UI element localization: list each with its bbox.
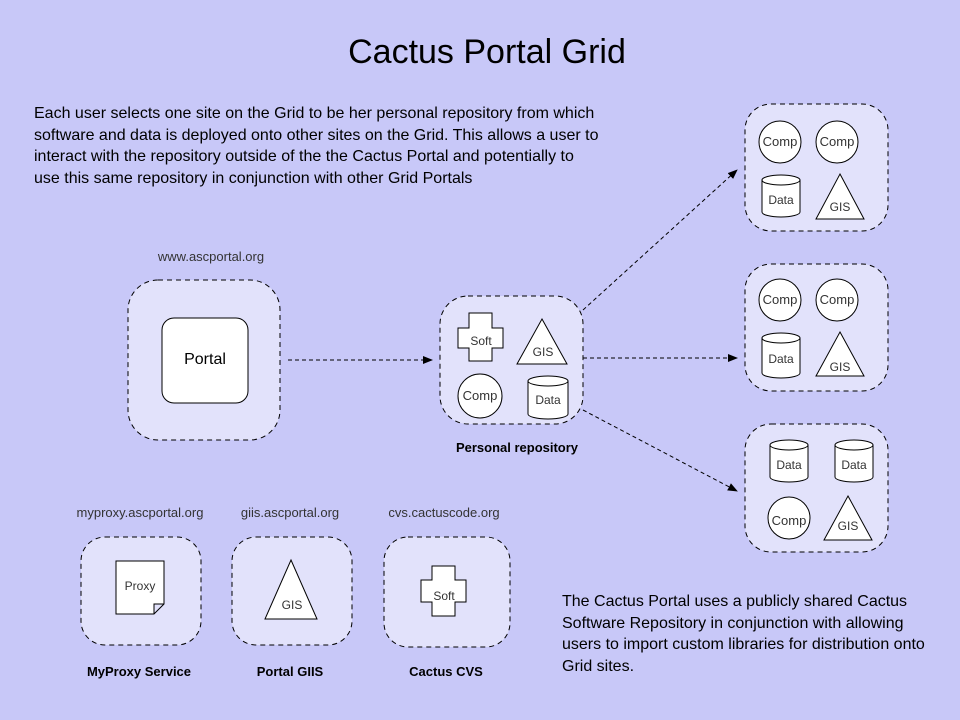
- portal-label: Portal: [184, 351, 226, 368]
- site-3-data-2-label: Data: [841, 458, 867, 472]
- site-1-data-label: Data: [768, 193, 794, 207]
- proxy-label: Proxy: [125, 579, 156, 593]
- footer-description: The Cactus Portal uses a publicly shared…: [562, 593, 925, 675]
- repo-comp-circle-icon: [457, 373, 503, 419]
- myproxy-caption: MyProxy Service: [87, 664, 191, 679]
- portal-node: [161, 317, 249, 404]
- cvs-caption: Cactus CVS: [409, 664, 483, 679]
- site-1-comp-1-label: Comp: [763, 134, 798, 149]
- repo-soft-cross-icon: [457, 312, 504, 362]
- site-1-gis-label: GIS: [830, 200, 851, 214]
- site-3-comp-circle-icon: [767, 496, 811, 540]
- site-2-comp-1-label: Comp: [763, 292, 798, 307]
- site-2-comp-2-label: Comp: [820, 292, 855, 307]
- site-2-gis-triangle-icon: [815, 330, 865, 377]
- repo-soft-label: Soft: [470, 334, 492, 348]
- site-1-comp-circle-icon: [815, 120, 859, 164]
- site-2-data-label: Data: [768, 352, 794, 366]
- giis-gis-label: GIS: [282, 598, 303, 612]
- giis-gis-triangle-icon: [264, 558, 318, 620]
- intro-description: Each user selects one site on the Grid t…: [34, 105, 599, 187]
- site-2-comp-circle-icon: [815, 278, 859, 322]
- repo-gis-triangle-icon: [516, 317, 568, 365]
- repo-data-label: Data: [535, 393, 561, 407]
- site-1-comp-2-label: Comp: [820, 134, 855, 149]
- repo-gis-label: GIS: [533, 345, 554, 359]
- portal-url: www.ascportal.org: [157, 249, 264, 264]
- repo-data-cylinder-icon: [527, 375, 569, 420]
- arrow-repository-to-site-1: [582, 169, 738, 311]
- personal-repository-caption: Personal repository: [456, 440, 579, 455]
- site-3-comp-label: Comp: [772, 513, 807, 528]
- site-3-data-1-label: Data: [776, 458, 802, 472]
- repo-comp-label: Comp: [463, 388, 498, 403]
- myproxy-url: myproxy.ascportal.org: [77, 505, 204, 520]
- cvs-soft-label: Soft: [433, 589, 455, 603]
- site-2-gis-label: GIS: [830, 360, 851, 374]
- cvs-soft-cross-icon: [420, 565, 467, 617]
- giis-caption: Portal GIIS: [257, 664, 324, 679]
- proxy-document-icon: [115, 560, 165, 615]
- giis-url: giis.ascportal.org: [241, 505, 339, 520]
- site-1-comp-circle-icon: [758, 120, 802, 164]
- site-3-gis-triangle-icon: [823, 494, 873, 541]
- cvs-url: cvs.cactuscode.org: [388, 505, 499, 520]
- site-2-comp-circle-icon: [758, 278, 802, 322]
- site-2-data-cylinder-icon: [761, 332, 801, 379]
- site-1-gis-triangle-icon: [815, 172, 865, 220]
- site-3-gis-label: GIS: [838, 519, 859, 533]
- site-3-data-cylinder-icon: [834, 439, 874, 483]
- site-1-data-cylinder-icon: [761, 174, 801, 218]
- site-3-data-cylinder-icon: [769, 439, 809, 483]
- arrow-repository-to-site-3: [582, 409, 738, 492]
- page-title: Cactus Portal Grid: [348, 33, 626, 71]
